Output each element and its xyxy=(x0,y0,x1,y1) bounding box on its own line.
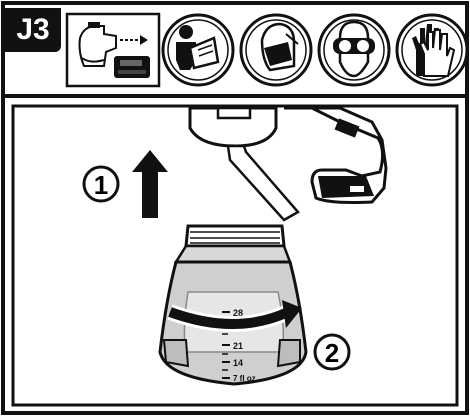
lift-arrow xyxy=(132,150,168,218)
remove-battery-icon xyxy=(67,14,159,86)
step-label: J3 xyxy=(5,8,61,52)
respirator-mask-icon xyxy=(241,15,311,85)
gloves-icon xyxy=(397,15,467,85)
read-manual-icon xyxy=(163,15,233,85)
callout-one: 1 xyxy=(84,167,118,201)
mark-14: 14 xyxy=(233,358,243,368)
callout-two-label: 2 xyxy=(325,338,339,368)
mark-7-fl-oz: 7 fl oz xyxy=(233,374,256,383)
mark-21: 21 xyxy=(233,341,243,351)
callout-one-label: 1 xyxy=(94,170,108,200)
sprayer-body xyxy=(190,108,386,220)
safety-goggles-icon xyxy=(319,15,389,85)
callout-two: 2 xyxy=(315,335,349,369)
